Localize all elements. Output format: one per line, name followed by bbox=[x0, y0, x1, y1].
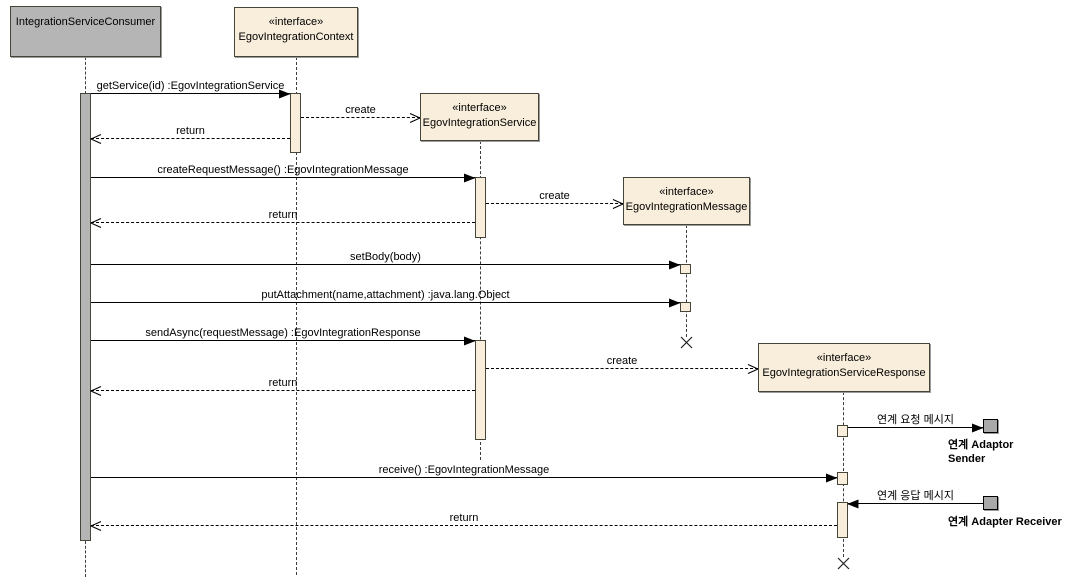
message-label: create bbox=[539, 190, 570, 202]
filled-arrowhead-icon bbox=[279, 89, 291, 99]
message-create-response: create bbox=[486, 355, 759, 374]
message-label: getService(id) :EgovIntegrationService bbox=[96, 80, 285, 92]
open-arrowhead-icon bbox=[90, 386, 102, 396]
activation-response-1 bbox=[837, 425, 848, 437]
activation-response-2 bbox=[837, 472, 848, 485]
participant-egovintegrationmessage: «interface» EgovIntegrationMessage bbox=[623, 177, 750, 225]
message-label: return bbox=[268, 377, 298, 389]
adaptor-sender-node bbox=[983, 419, 998, 433]
lifeline-service bbox=[480, 141, 481, 460]
message-setbody: setBody(body) bbox=[91, 251, 681, 270]
lifeline-context bbox=[296, 57, 297, 575]
filled-arrowhead-icon bbox=[464, 336, 476, 346]
message-sendasync: sendAsync(requestMessage) :EgovIntegrati… bbox=[91, 327, 476, 346]
participant-egovintegrationcontext: «interface» EgovIntegrationContext bbox=[234, 7, 358, 57]
destroy-x-icon bbox=[680, 336, 693, 349]
message-label: return bbox=[268, 209, 298, 221]
adaptor-sender-label: 연계 Adaptor Sender bbox=[948, 438, 1013, 466]
message-return-createrequestmessage: return bbox=[90, 209, 475, 228]
open-arrowhead-icon bbox=[90, 218, 102, 228]
stereotype-label: «interface» bbox=[452, 102, 507, 114]
message-createrequestmessage: createRequestMessage() :EgovIntegrationM… bbox=[91, 164, 476, 183]
participant-name: EgovIntegrationMessage bbox=[625, 201, 748, 213]
activation-service-2 bbox=[475, 340, 486, 440]
participant-egovintegrationserviceresponse: «interface» EgovIntegrationServiceRespon… bbox=[758, 343, 930, 392]
message-receive: receive() :EgovIntegrationMessage bbox=[91, 464, 838, 483]
message-putattachment: putAttachment(name,attachment) :java.lan… bbox=[91, 289, 681, 308]
filled-arrowhead-icon bbox=[669, 260, 681, 270]
message-create-service: create bbox=[301, 104, 421, 123]
stereotype-label: «interface» bbox=[816, 352, 872, 364]
message-return-receive: return bbox=[90, 512, 837, 531]
open-arrowhead-icon bbox=[90, 134, 102, 144]
message-label: create bbox=[606, 355, 638, 367]
message-link-response: 연계 응답 메시지 bbox=[847, 490, 983, 509]
filled-arrowhead-icon bbox=[847, 499, 859, 509]
activation-consumer bbox=[80, 93, 91, 541]
stereotype-label: «interface» bbox=[659, 186, 714, 198]
participant-name: EgovIntegrationContext bbox=[238, 31, 354, 43]
activation-service-1 bbox=[475, 177, 486, 238]
message-label: receive() :EgovIntegrationMessage bbox=[378, 464, 550, 476]
message-link-request: 연계 요청 메시지 bbox=[848, 414, 984, 433]
filled-arrowhead-icon bbox=[826, 473, 838, 483]
message-label: create bbox=[345, 104, 376, 116]
lifeline-message bbox=[686, 225, 687, 337]
filled-arrowhead-icon bbox=[669, 298, 681, 308]
open-arrowhead-icon bbox=[90, 521, 102, 531]
activation-message-2 bbox=[680, 302, 691, 312]
activation-context bbox=[290, 93, 301, 153]
lifeline-consumer-upper bbox=[85, 57, 86, 94]
participant-name: EgovIntegrationServiceResponse bbox=[762, 367, 926, 379]
message-label: 연계 응답 메시지 bbox=[877, 490, 954, 502]
message-return-getservice: return bbox=[90, 125, 290, 144]
participant-name: EgovIntegrationService bbox=[422, 117, 537, 129]
lifeline-consumer-lower bbox=[85, 541, 86, 577]
filled-arrowhead-icon bbox=[464, 173, 476, 183]
message-label: return bbox=[176, 125, 205, 137]
message-getservice: getService(id) :EgovIntegrationService bbox=[91, 80, 291, 99]
message-label: createRequestMessage() :EgovIntegrationM… bbox=[157, 164, 409, 176]
adapter-receiver-label: 연계 Adapter Receiver bbox=[948, 515, 1062, 529]
stereotype-label: «interface» bbox=[268, 16, 324, 28]
adaptor-sender-label-line1: 연계 Adaptor bbox=[948, 439, 1014, 451]
message-label: sendAsync(requestMessage) :EgovIntegrati… bbox=[145, 327, 421, 339]
message-return-sendasync: return bbox=[90, 377, 475, 396]
message-label: putAttachment(name,attachment) :java.lan… bbox=[261, 289, 510, 301]
message-label: setBody(body) bbox=[350, 251, 421, 263]
participant-integrationserviceconsumer: IntegrationServiceConsumer bbox=[10, 6, 161, 57]
activation-message-1 bbox=[680, 264, 691, 274]
adaptor-sender-label-line2: Sender bbox=[948, 453, 986, 465]
adapter-receiver-label-line1: 연계 Adapter Receiver bbox=[948, 516, 1062, 528]
adapter-receiver-node bbox=[983, 496, 998, 510]
filled-arrowhead-icon bbox=[972, 423, 984, 433]
activation-response-3 bbox=[837, 502, 848, 538]
message-label: return bbox=[449, 512, 479, 524]
destroy-x-icon bbox=[837, 557, 850, 570]
message-create-message: create bbox=[486, 190, 624, 209]
message-label: 연계 요청 메시지 bbox=[877, 414, 954, 426]
participant-name: IntegrationServiceConsumer bbox=[15, 16, 156, 28]
participant-egovintegrationservice: «interface» EgovIntegrationService bbox=[420, 93, 539, 141]
